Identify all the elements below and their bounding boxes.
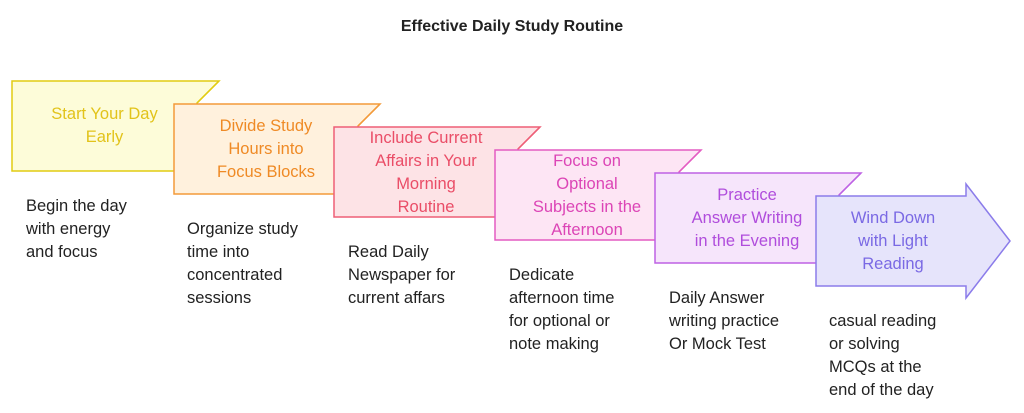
step-label-3: Include Current Affairs in Your Morning … — [369, 129, 483, 216]
step-description-2: Organize study time into concentrated se… — [187, 220, 298, 307]
step-fold-1 — [196, 80, 220, 104]
step-description-6: casual reading or solving MCQs at the en… — [829, 312, 937, 399]
step-description-3: Read Daily Newspaper for current affars — [348, 243, 456, 307]
step-description-1: Begin the day with energy and focus — [26, 197, 127, 261]
step-fold-3 — [517, 126, 541, 150]
diagram-title: Effective Daily Study Routine — [400, 18, 624, 35]
step-label-1: Start Your Day Early — [51, 105, 158, 146]
step-fold-2 — [357, 103, 381, 127]
step-description-5: Daily Answer writing practice Or Mock Te… — [669, 289, 780, 353]
step-fold-5 — [838, 172, 862, 196]
step-fold-4 — [678, 149, 702, 173]
step-label-6: Wind Down with Light Reading — [850, 209, 936, 273]
step-description-4: Dedicate afternoon time for optional or … — [509, 266, 615, 353]
step-label-5: Practice Answer Writing in the Evening — [691, 186, 803, 250]
step-label-2: Divide Study Hours into Focus Blocks — [216, 117, 316, 181]
step-shape-6 — [815, 181, 1011, 301]
step-label-4: Focus on Optional Subjects in the Aftern… — [532, 152, 642, 239]
